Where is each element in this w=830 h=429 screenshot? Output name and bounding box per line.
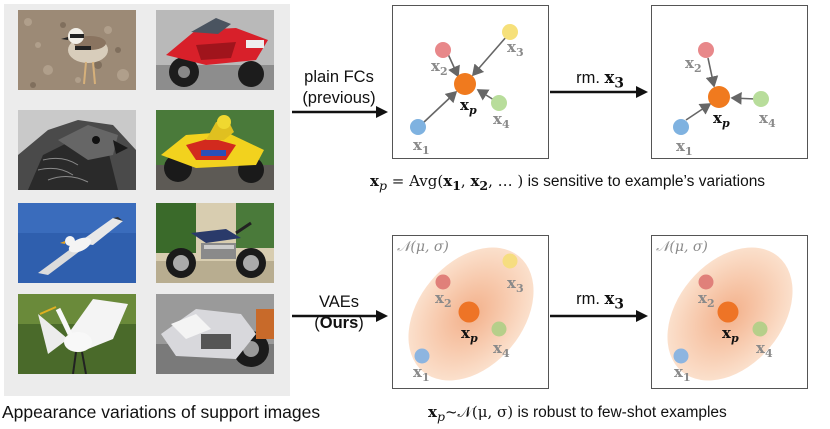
vae-label: VAEs (Ours)	[314, 293, 364, 332]
vae-caption: xp~𝒩(μ, σ) is robust to few-shot example…	[428, 403, 727, 424]
vae-arrow	[292, 310, 388, 322]
plain-fc-label: plain FCs (previous)	[302, 68, 376, 107]
classic-motorcycle-image	[156, 203, 274, 283]
support-images-panel	[4, 4, 290, 396]
remove-x3-label-bottom: rm. x3	[576, 289, 624, 313]
egret-image	[18, 294, 136, 374]
yellow-motorcycle-image	[156, 110, 274, 190]
remove-x3-arrow-bottom	[550, 310, 648, 322]
hawk-image	[18, 110, 136, 190]
gull-image	[18, 203, 136, 283]
plain-fc-arrow	[292, 106, 388, 118]
support-images-caption: Appearance variations of support images	[2, 402, 321, 422]
vae-panel-all-points: 𝒩(μ, σ) x1 x2 x3 x4 xp	[392, 235, 549, 389]
fc-caption: xp = Avg(x1, x2, … ) is sensitive to exa…	[370, 172, 766, 193]
fc-panel-removed-x3: x1 x2 x4 xp	[651, 5, 808, 159]
vae-panel-removed-x3: 𝒩(μ, σ) x1 x2 x4 xp	[651, 235, 808, 389]
bird-plover-image	[18, 10, 136, 90]
fc-panel-all-points: x1 x2 x3 x4 xp	[392, 5, 549, 159]
silver-motorcycle-image	[156, 294, 274, 374]
red-motorcycle-image	[156, 10, 274, 90]
remove-x3-arrow-top	[550, 86, 648, 98]
remove-x3-label-top: rm. x3	[576, 68, 624, 92]
